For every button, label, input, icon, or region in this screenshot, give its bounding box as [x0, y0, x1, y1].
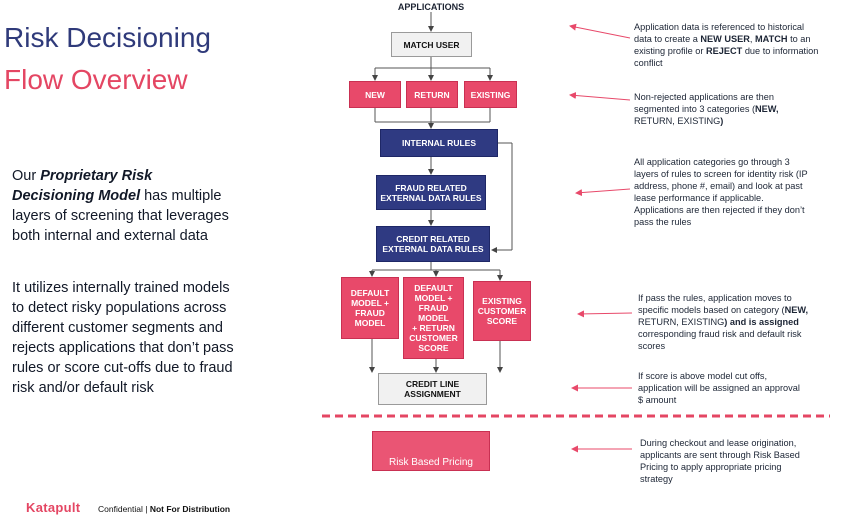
note-match: Application data is referenced to histor…	[634, 21, 846, 69]
note-line: corresponding fraud risk and default ris…	[638, 329, 802, 339]
note-line: data to create a NEW USER, MATCH to an	[634, 34, 811, 44]
note-pricing: During checkout and lease origination, ap…	[640, 437, 846, 485]
credit-rules-line1: CREDIT RELATED	[396, 234, 470, 244]
credit-rules-line2: EXTERNAL DATA RULES	[382, 244, 484, 254]
credit-line-line1: CREDIT LINE	[405, 379, 460, 389]
model-return-line2: MODEL +	[414, 293, 453, 303]
model-new-line2: MODEL +	[351, 298, 389, 308]
note-line: RETURN, EXISTING)	[634, 116, 724, 126]
note-line: Non-rejected applications are then	[634, 92, 774, 102]
note-line: applicants are sent through Risk Based	[640, 450, 800, 460]
note-line: All application categories go through 3	[634, 157, 790, 167]
note-line: segmented into 3 categories (NEW,	[634, 104, 779, 114]
model-return-line5: + RETURN	[412, 323, 455, 333]
note-line: address, phone #, email) and look at pas…	[634, 181, 803, 191]
note-line: During checkout and lease origination,	[640, 438, 797, 448]
intro-post: has multiple layers of screening that le…	[12, 188, 229, 244]
note-line: scores	[638, 341, 666, 351]
note-line: lease performance if applicable.	[634, 193, 764, 203]
note-line: application will be assigned an approval	[638, 383, 800, 393]
intro-pre: Our	[12, 168, 41, 184]
credit-line-line2: ASSIGNMENT	[404, 389, 461, 399]
page-title: Risk Decisioning	[4, 22, 211, 53]
note-line: layers of rules to screen for identity r…	[634, 169, 808, 179]
model-return-line4: MODEL	[418, 313, 449, 323]
model-new-line3: FRAUD	[355, 308, 385, 318]
model-return-line1: DEFAULT	[414, 283, 453, 293]
existing-box: EXISTING	[464, 81, 517, 108]
model-return-line7: SCORE	[418, 343, 449, 353]
model-return-line3: FRAUD	[418, 303, 449, 313]
footer-text: Confidential | Not For Distribution	[98, 504, 230, 514]
new-box: NEW	[349, 81, 401, 108]
models-paragraph: It utilizes internally trained models to…	[12, 280, 234, 396]
intro-paragraph: Our Proprietary Risk Decisioning Model h…	[12, 166, 237, 246]
note-line: conflict	[634, 58, 663, 68]
footer-not-for-distribution: Not For Distribution	[149, 504, 231, 514]
note-line: Pricing to apply appropriate pricing	[640, 462, 782, 472]
note-credit-line: If score is above model cut offs, applica…	[638, 370, 846, 406]
return-box: RETURN	[406, 81, 458, 108]
note-line: RETURN, EXISTING) and is assigned	[638, 317, 799, 327]
note-models: If pass the rules, application moves to s…	[638, 292, 846, 352]
credit-line-box: CREDIT LINE ASSIGNMENT	[378, 373, 487, 405]
fraud-rules-line2: EXTERNAL DATA RULES	[380, 192, 482, 203]
note-line: pass the rules	[634, 217, 692, 227]
note-line: Applications are then rejected if they d…	[634, 205, 805, 215]
model-existing-box: EXISTING CUSTOMER SCORE	[473, 281, 531, 341]
credit-rules-box: CREDIT RELATED EXTERNAL DATA RULES	[376, 226, 490, 262]
model-existing-line3: SCORE	[486, 316, 518, 326]
model-existing-line1: EXISTING	[482, 296, 522, 306]
footer-confidential: Confidential |	[98, 504, 150, 514]
fraud-rules-box: FRAUD RELATED EXTERNAL DATA RULES	[376, 175, 486, 210]
note-segment: Non-rejected applications are then segmen…	[634, 91, 846, 127]
note-line: existing profile or REJECT due to inform…	[634, 46, 819, 56]
note-line: specific models based on category (NEW,	[638, 305, 809, 315]
note-rules: All application categories go through 3 l…	[634, 156, 846, 228]
note-line: If score is above model cut offs,	[638, 371, 768, 381]
fraud-rules-line1: FRAUD RELATED	[395, 182, 467, 193]
applications-label: APPLICATIONS	[397, 2, 465, 12]
match-user-box: MATCH USER	[391, 32, 472, 57]
page-subtitle: Flow Overview	[4, 64, 188, 95]
internal-rules-box: INTERNAL RULES	[380, 129, 498, 157]
note-line: If pass the rules, application moves to	[638, 293, 792, 303]
model-new-line4: MODEL	[354, 318, 386, 328]
model-return-box: DEFAULT MODEL + FRAUD MODEL + RETURN CUS…	[403, 277, 464, 359]
note-line: $ amount	[638, 395, 677, 405]
intro-emphasis: Proprietary Risk Decisioning Model	[12, 168, 153, 204]
model-return-line6: CUSTOMER	[409, 333, 458, 343]
note-line: Application data is referenced to histor…	[634, 22, 805, 32]
model-new-line1: DEFAULT	[350, 288, 390, 298]
model-new-box: DEFAULT MODEL + FRAUD MODEL	[341, 277, 399, 339]
note-line: strategy	[640, 474, 673, 484]
katapult-logo: Katapult	[26, 500, 81, 515]
risk-pricing-box: Risk Based Pricing	[372, 431, 490, 471]
model-existing-line2: CUSTOMER	[477, 306, 527, 316]
